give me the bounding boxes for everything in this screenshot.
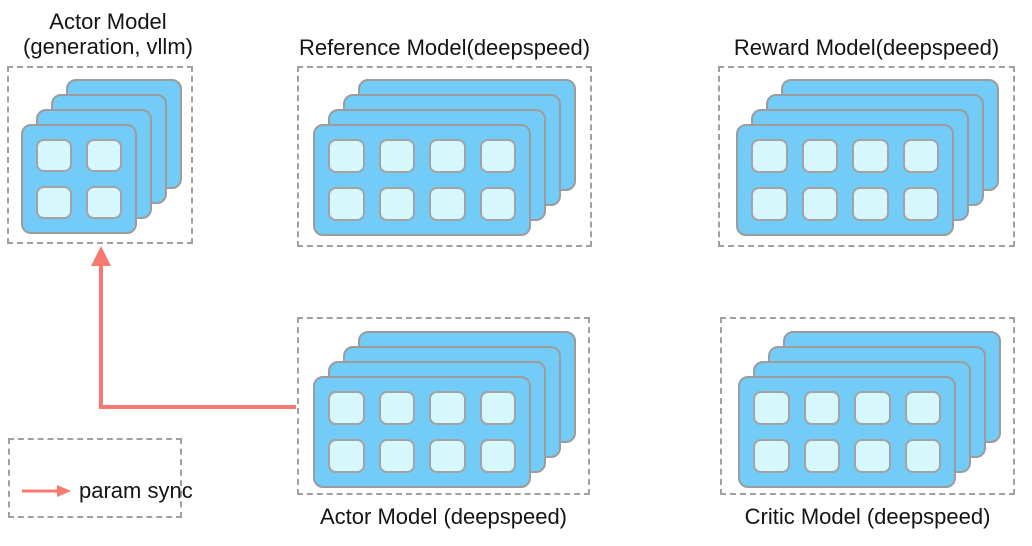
gpu-cell xyxy=(902,139,939,173)
gpu-cell xyxy=(852,139,889,173)
actor-vllm-box xyxy=(7,66,193,244)
legend-box: param sync xyxy=(8,438,193,518)
gpu-cell xyxy=(479,139,516,173)
gpu-cell xyxy=(429,391,466,425)
gpu-cell xyxy=(429,439,466,473)
gpu-card xyxy=(313,376,531,488)
gpu-cell xyxy=(86,186,122,219)
gpu-cell xyxy=(904,439,941,473)
gpu-cell xyxy=(902,187,939,221)
actor-vllm-title-line1: Actor Model xyxy=(49,9,167,34)
gpu-cell xyxy=(803,439,840,473)
gpu-cell xyxy=(328,139,365,173)
gpu-cell xyxy=(753,391,790,425)
critic-box xyxy=(720,317,1015,495)
gpu-cell xyxy=(378,187,415,221)
gpu-cell xyxy=(854,391,891,425)
gpu-card xyxy=(738,376,956,488)
gpu-cell xyxy=(378,439,415,473)
gpu-cell xyxy=(479,187,516,221)
gpu-cell xyxy=(751,187,788,221)
gpu-cell xyxy=(801,187,838,221)
gpu-card xyxy=(21,124,137,234)
gpu-cell xyxy=(854,439,891,473)
actor-vllm-title: Actor Model (generation, vllm) xyxy=(2,9,214,59)
gpu-cell xyxy=(429,139,466,173)
gpu-cell xyxy=(801,139,838,173)
gpu-cell xyxy=(479,439,516,473)
gpu-card xyxy=(736,124,954,236)
gpu-cell xyxy=(36,186,72,219)
reward-box xyxy=(718,66,1015,247)
reward-title: Reward Model(deepspeed) xyxy=(733,35,1000,60)
gpu-cell xyxy=(328,439,365,473)
param-sync-arrow-icon xyxy=(22,485,71,497)
gpu-cell xyxy=(751,139,788,173)
gpu-cell xyxy=(86,139,122,172)
legend-label: param sync xyxy=(79,478,193,503)
gpu-cell xyxy=(378,391,415,425)
actor-deepspeed-box xyxy=(297,317,590,495)
gpu-cell xyxy=(328,187,365,221)
gpu-cell xyxy=(36,139,72,172)
gpu-cell xyxy=(753,439,790,473)
reference-box xyxy=(297,66,592,247)
gpu-card xyxy=(313,124,531,236)
actor-deepspeed-label: Actor Model (deepspeed) xyxy=(319,504,568,529)
gpu-cell xyxy=(904,391,941,425)
gpu-cell xyxy=(429,187,466,221)
actor-vllm-title-line2: (generation, vllm) xyxy=(23,34,193,59)
gpu-cell xyxy=(328,391,365,425)
reference-title: Reference Model(deepspeed) xyxy=(298,35,591,60)
gpu-cell xyxy=(479,391,516,425)
gpu-cell xyxy=(852,187,889,221)
critic-label: Critic Model (deepspeed) xyxy=(744,504,991,529)
gpu-cell xyxy=(803,391,840,425)
legend-row: param sync xyxy=(21,479,193,503)
gpu-cell xyxy=(378,139,415,173)
